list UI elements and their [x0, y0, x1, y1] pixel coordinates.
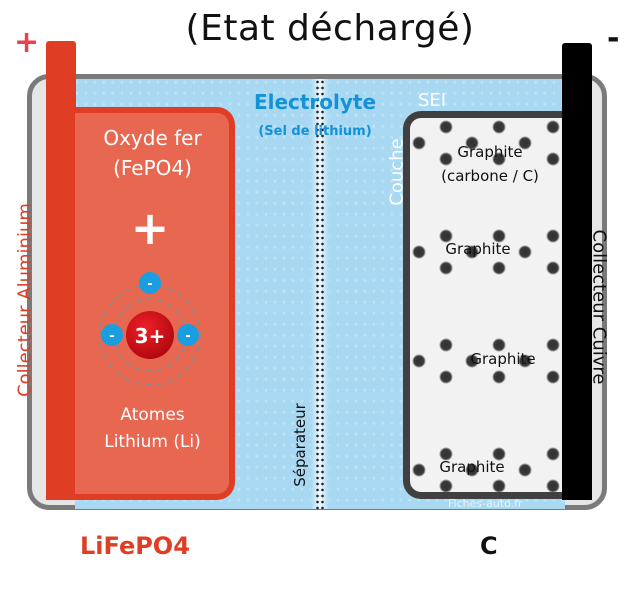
positive-terminal-sign: + [14, 25, 40, 60]
carbon-atom-dot [439, 152, 453, 166]
electron: - [177, 324, 199, 346]
anode-formula: C [480, 532, 498, 560]
negative-terminal-sign: - [607, 21, 620, 56]
atoms-label-line1: Atomes [120, 405, 185, 425]
diagram-title: (Etat déchargé) [185, 8, 475, 49]
carbon-atom-dot [546, 120, 560, 134]
graphite-layer-label: Graphite (carbone / C) [441, 143, 539, 185]
carbon-atom-dot [465, 463, 479, 477]
carbon-atom-dot [546, 479, 560, 493]
svg-text:-: - [185, 329, 190, 344]
cathode-name: Oxyde fer (FePO4) [75, 123, 230, 183]
carbon-atom-dot [492, 152, 506, 166]
graphite-layer-label: Graphite [445, 240, 511, 258]
separator-pores [315, 79, 325, 509]
carbon-atom-dot [439, 229, 453, 243]
carbon-atom-dot [546, 229, 560, 243]
carbon-atom-dot [492, 338, 506, 352]
carbon-atom-dot [546, 338, 560, 352]
copper-collector [562, 43, 592, 500]
carbon-atom-dot [492, 261, 506, 275]
carbon-atom-dot [492, 447, 506, 461]
carbon-atom-dot [546, 261, 560, 275]
carbon-atom-dot [546, 447, 560, 461]
carbon-atom-dot [518, 354, 532, 368]
carbon-atom-dot [518, 463, 532, 477]
sei-label: SEI [418, 90, 447, 111]
carbon-atom-dot [492, 229, 506, 243]
carbon-atom-dot [412, 354, 426, 368]
anode-graphite-block [403, 111, 573, 499]
carbon-atom-dot [412, 136, 426, 150]
graphite-lattice [412, 120, 560, 493]
cathode-name-line2: (FePO4) [113, 156, 192, 180]
carbon-atom-dot [465, 245, 479, 259]
carbon-atom-dot [546, 370, 560, 384]
electron: - [139, 272, 161, 294]
carbon-atom-dot [465, 354, 479, 368]
watermark: Fiches-auto.fr [448, 497, 523, 510]
aluminium-collector [46, 41, 76, 500]
carbon-atom-dot [492, 120, 506, 134]
atoms-label-line2: Lithium (Li) [104, 432, 201, 452]
electrolyte-subtitle: (Sel de lithium) [258, 124, 372, 139]
carbon-atom-dot [412, 245, 426, 259]
carbon-atom-dot [439, 447, 453, 461]
carbon-atom-dot [492, 479, 506, 493]
carbon-atom-dot [412, 463, 426, 477]
graphite-layer-label: Graphite [439, 458, 505, 476]
cathode-block [75, 107, 235, 500]
carbon-atom-dot [546, 152, 560, 166]
svg-text:-: - [147, 277, 152, 292]
cathode-formula: LiFePO4 [80, 532, 190, 560]
carbon-atom-dot [492, 370, 506, 384]
carbon-atom-dot [439, 261, 453, 275]
carbon-atom-dot [518, 136, 532, 150]
svg-text:-: - [109, 329, 114, 344]
carbon-atom-dot [439, 338, 453, 352]
electron: - [101, 324, 123, 346]
electrolyte-title: Electrolyte [253, 90, 377, 114]
lithium-atom-icon: 3+ - - - [99, 272, 201, 386]
cathode-name-line1: Oxyde fer [103, 126, 202, 150]
graphite-layer-label: Graphite [470, 350, 536, 368]
cathode-plus-icon: + [130, 201, 170, 255]
nucleus [126, 311, 174, 359]
carbon-atom-dot [439, 479, 453, 493]
carbon-atom-dot [439, 370, 453, 384]
atoms-label: Atomes Lithium (Li) [75, 402, 230, 456]
carbon-atom-dot [518, 245, 532, 259]
nucleus-charge: 3+ [135, 324, 166, 348]
carbon-atom-dot [439, 120, 453, 134]
carbon-atom-dot [465, 136, 479, 150]
